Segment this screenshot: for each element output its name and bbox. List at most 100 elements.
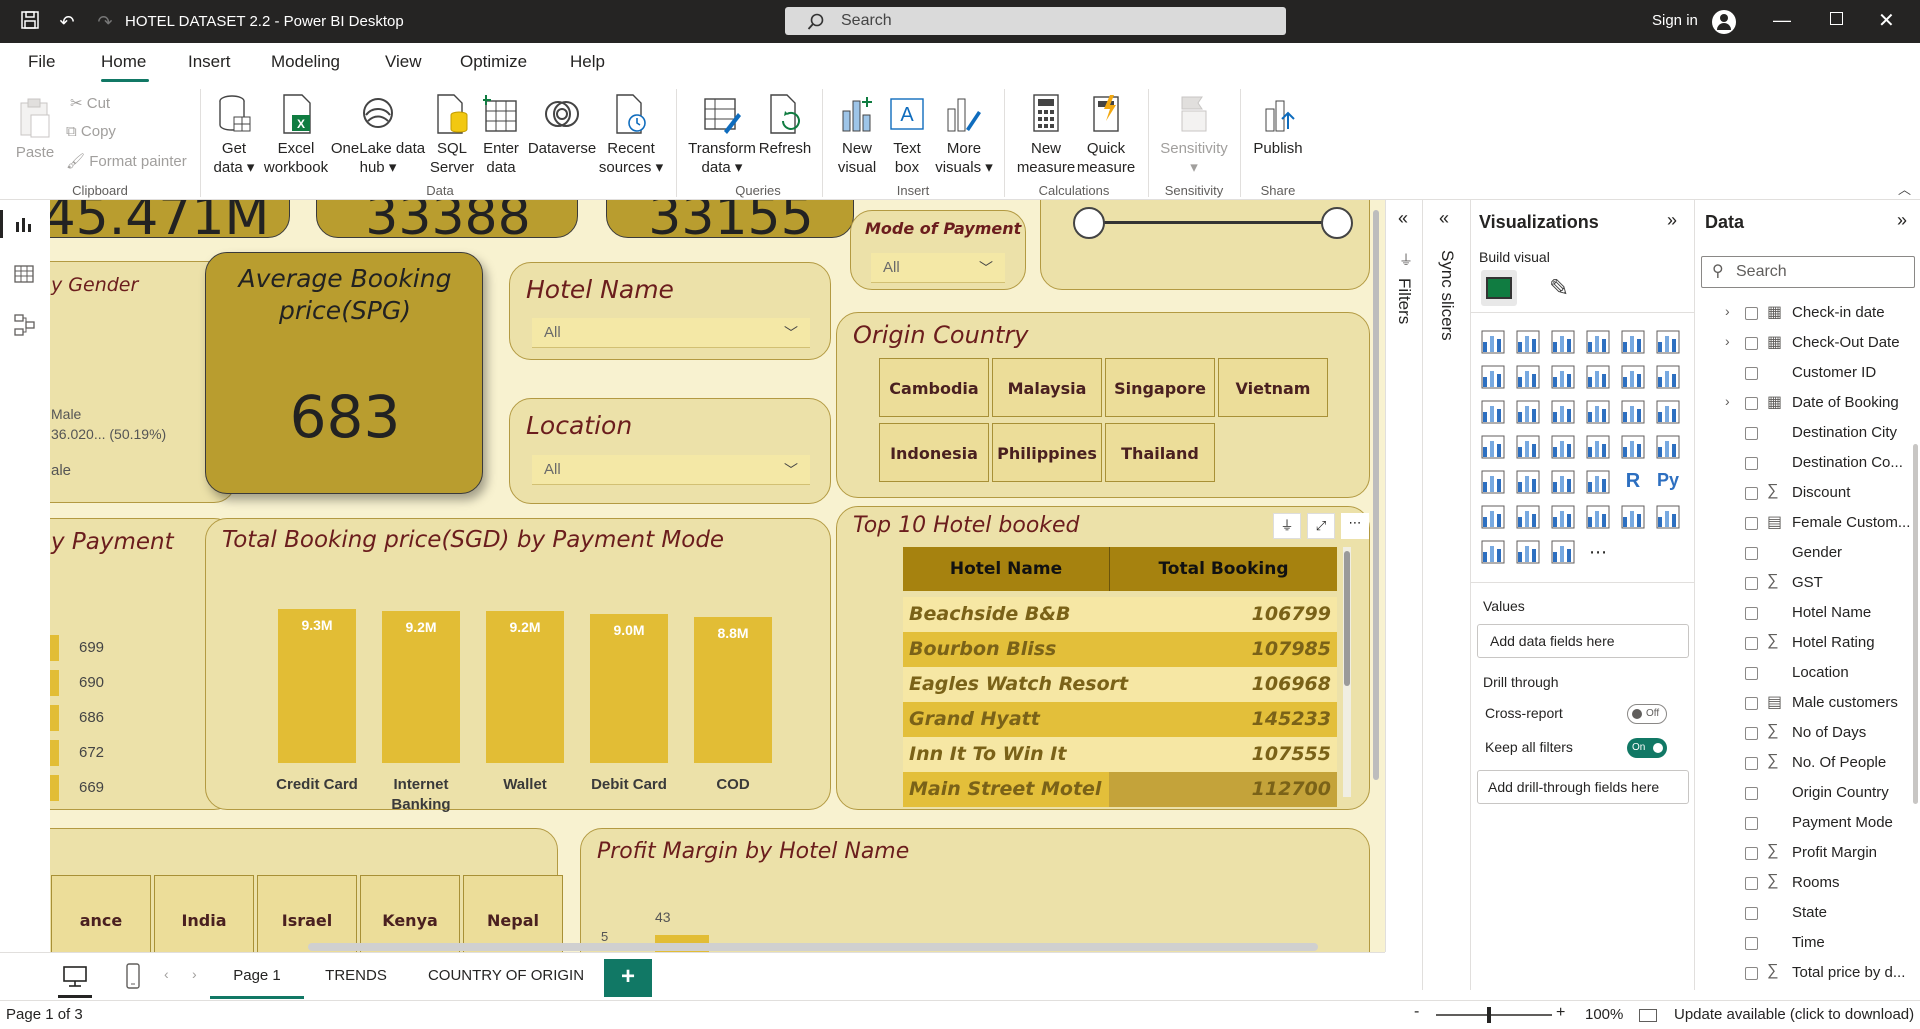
field-item[interactable]: Customer ID [1695,358,1915,388]
sign-in-link[interactable]: Sign in [1652,12,1698,29]
payment-bar[interactable] [50,635,59,661]
menu-insert[interactable]: Insert [188,52,231,71]
table-visual-icon[interactable] [1551,470,1575,494]
sync-slicers-pane-collapsed[interactable]: « Sync slicers [1422,200,1470,990]
redo-icon[interactable]: ↷ [97,12,113,32]
line-visual-icon[interactable] [1481,365,1505,389]
zoom-slider[interactable] [1436,1014,1552,1016]
country-tile[interactable]: ance [51,875,151,952]
power-automate-visual-icon[interactable] [1551,540,1575,564]
hotel-name-dropdown[interactable]: All﹀ [532,318,810,348]
field-checkbox[interactable] [1745,637,1758,650]
azure-map-visual-icon[interactable] [1551,435,1575,459]
expand-icon[interactable]: « [1398,208,1409,228]
field-item[interactable]: Time [1695,928,1915,958]
metrics-visual-icon[interactable] [1621,505,1645,529]
menu-modeling[interactable]: Modeling [271,52,340,71]
build-visual-tab[interactable] [1481,270,1517,306]
field-checkbox[interactable] [1745,547,1758,560]
pie-visual-icon[interactable] [1586,400,1610,424]
field-checkbox[interactable] [1745,757,1758,770]
slider-min-handle[interactable] [1073,207,1105,239]
country-tile[interactable]: Vietnam [1218,358,1328,417]
payment-bar[interactable] [50,670,59,696]
more-visuals-button[interactable]: More visuals ▾ [934,93,994,177]
field-checkbox[interactable] [1745,577,1758,590]
treemap-visual-icon[interactable] [1656,400,1680,424]
field-checkbox[interactable] [1745,907,1758,920]
menu-help[interactable]: Help [570,52,605,71]
menu-home[interactable]: Home [101,52,147,71]
country-tile[interactable]: Philippines [992,423,1102,482]
booking-by-mode-card[interactable]: Total Booking price(SGD) by Payment Mode… [205,518,831,813]
clustered-bar-visual-icon[interactable] [1551,330,1575,354]
mobile-layout-icon[interactable] [126,963,140,989]
field-item[interactable]: Origin Country [1695,778,1915,808]
line-column-visual-icon[interactable] [1586,365,1610,389]
report-view-icon[interactable] [14,214,34,234]
field-item[interactable]: ▤Male customers [1695,688,1915,718]
field-checkbox[interactable] [1745,487,1758,500]
zoom-in-button[interactable]: + [1556,1004,1566,1021]
close-icon[interactable]: ✕ [1878,10,1895,32]
map-visual-icon[interactable] [1481,435,1505,459]
card-visual-icon[interactable] [1621,435,1645,459]
field-item[interactable]: Destination City [1695,418,1915,448]
more-options-icon[interactable]: ⋯ [1341,513,1369,539]
more-visual-icon[interactable]: ⋯ [1589,542,1607,562]
restore-icon[interactable] [1830,12,1843,25]
country-tile[interactable]: Kenya [360,875,460,952]
payment-bar[interactable] [50,705,59,731]
bar[interactable] [486,611,564,763]
qna-visual-icon[interactable] [1551,505,1575,529]
field-item[interactable]: ∑Rooms [1695,868,1915,898]
mode-of-payment-slicer[interactable]: Mode of Payment All﹀ [850,210,1026,290]
matrix-visual-icon[interactable] [1586,470,1610,494]
recent-sources-button[interactable]: Recent sources ▾ [596,93,666,177]
new-visual-button[interactable]: New visual [832,93,882,177]
field-checkbox[interactable] [1745,337,1758,350]
country-tile[interactable]: India [154,875,254,952]
paginated-visual-icon[interactable] [1586,505,1610,529]
payment-bar[interactable] [50,740,59,766]
page-tab-trends[interactable]: TRENDS [325,967,387,984]
stacked-bar-visual-icon[interactable] [1481,330,1505,354]
fit-to-page-icon[interactable] [1639,1009,1657,1022]
key-influencers-visual-icon[interactable] [1481,505,1505,529]
python-visual-visual-icon[interactable]: Py [1656,470,1680,490]
country-tile[interactable]: Israel [257,875,357,952]
field-checkbox[interactable] [1745,607,1758,620]
donut-visual-icon[interactable] [1621,400,1645,424]
field-checkbox[interactable] [1745,667,1758,680]
card-new-visual-icon[interactable] [1481,540,1505,564]
save-icon[interactable] [18,10,42,34]
canvas-horizontal-scrollbar[interactable] [308,943,1318,951]
100-bar-visual-icon[interactable] [1621,330,1645,354]
add-data-fields-well[interactable]: Add data fields here [1477,624,1689,658]
bar[interactable] [382,611,460,763]
update-available-link[interactable]: Update available (click to download) [1674,1006,1915,1023]
field-item[interactable]: ›▦Check-in date [1695,298,1915,328]
menu-optimize[interactable]: Optimize [460,52,528,71]
desktop-layout-icon[interactable] [62,965,88,989]
kpi-visual-icon[interactable] [1481,470,1505,494]
kpi-card[interactable]: 33155 [606,200,854,245]
waterfall-visual-icon[interactable] [1481,400,1505,424]
undo-icon[interactable]: ↶ [59,12,75,32]
r-visual-visual-icon[interactable]: R [1625,470,1641,492]
format-visual-icon[interactable]: ✎ [1549,275,1570,302]
field-checkbox[interactable] [1745,367,1758,380]
field-item[interactable]: Location [1695,658,1915,688]
stacked-area-visual-icon[interactable] [1551,365,1575,389]
kpi-card[interactable]: 33388 [316,200,578,245]
dataverse-button[interactable]: Dataverse [526,93,598,158]
format-painter-button[interactable]: 🖌 Format painter [66,152,187,170]
range-slider-card[interactable] [1040,200,1370,290]
bar[interactable] [590,614,668,763]
model-view-icon[interactable] [14,314,36,336]
power-apps-visual-icon[interactable] [1516,540,1540,564]
country-tile[interactable]: Indonesia [879,423,989,482]
avg-booking-card[interactable]: Average Booking price(SPG) 683 [205,252,483,494]
field-item[interactable]: ›▦Date of Booking [1695,388,1915,418]
